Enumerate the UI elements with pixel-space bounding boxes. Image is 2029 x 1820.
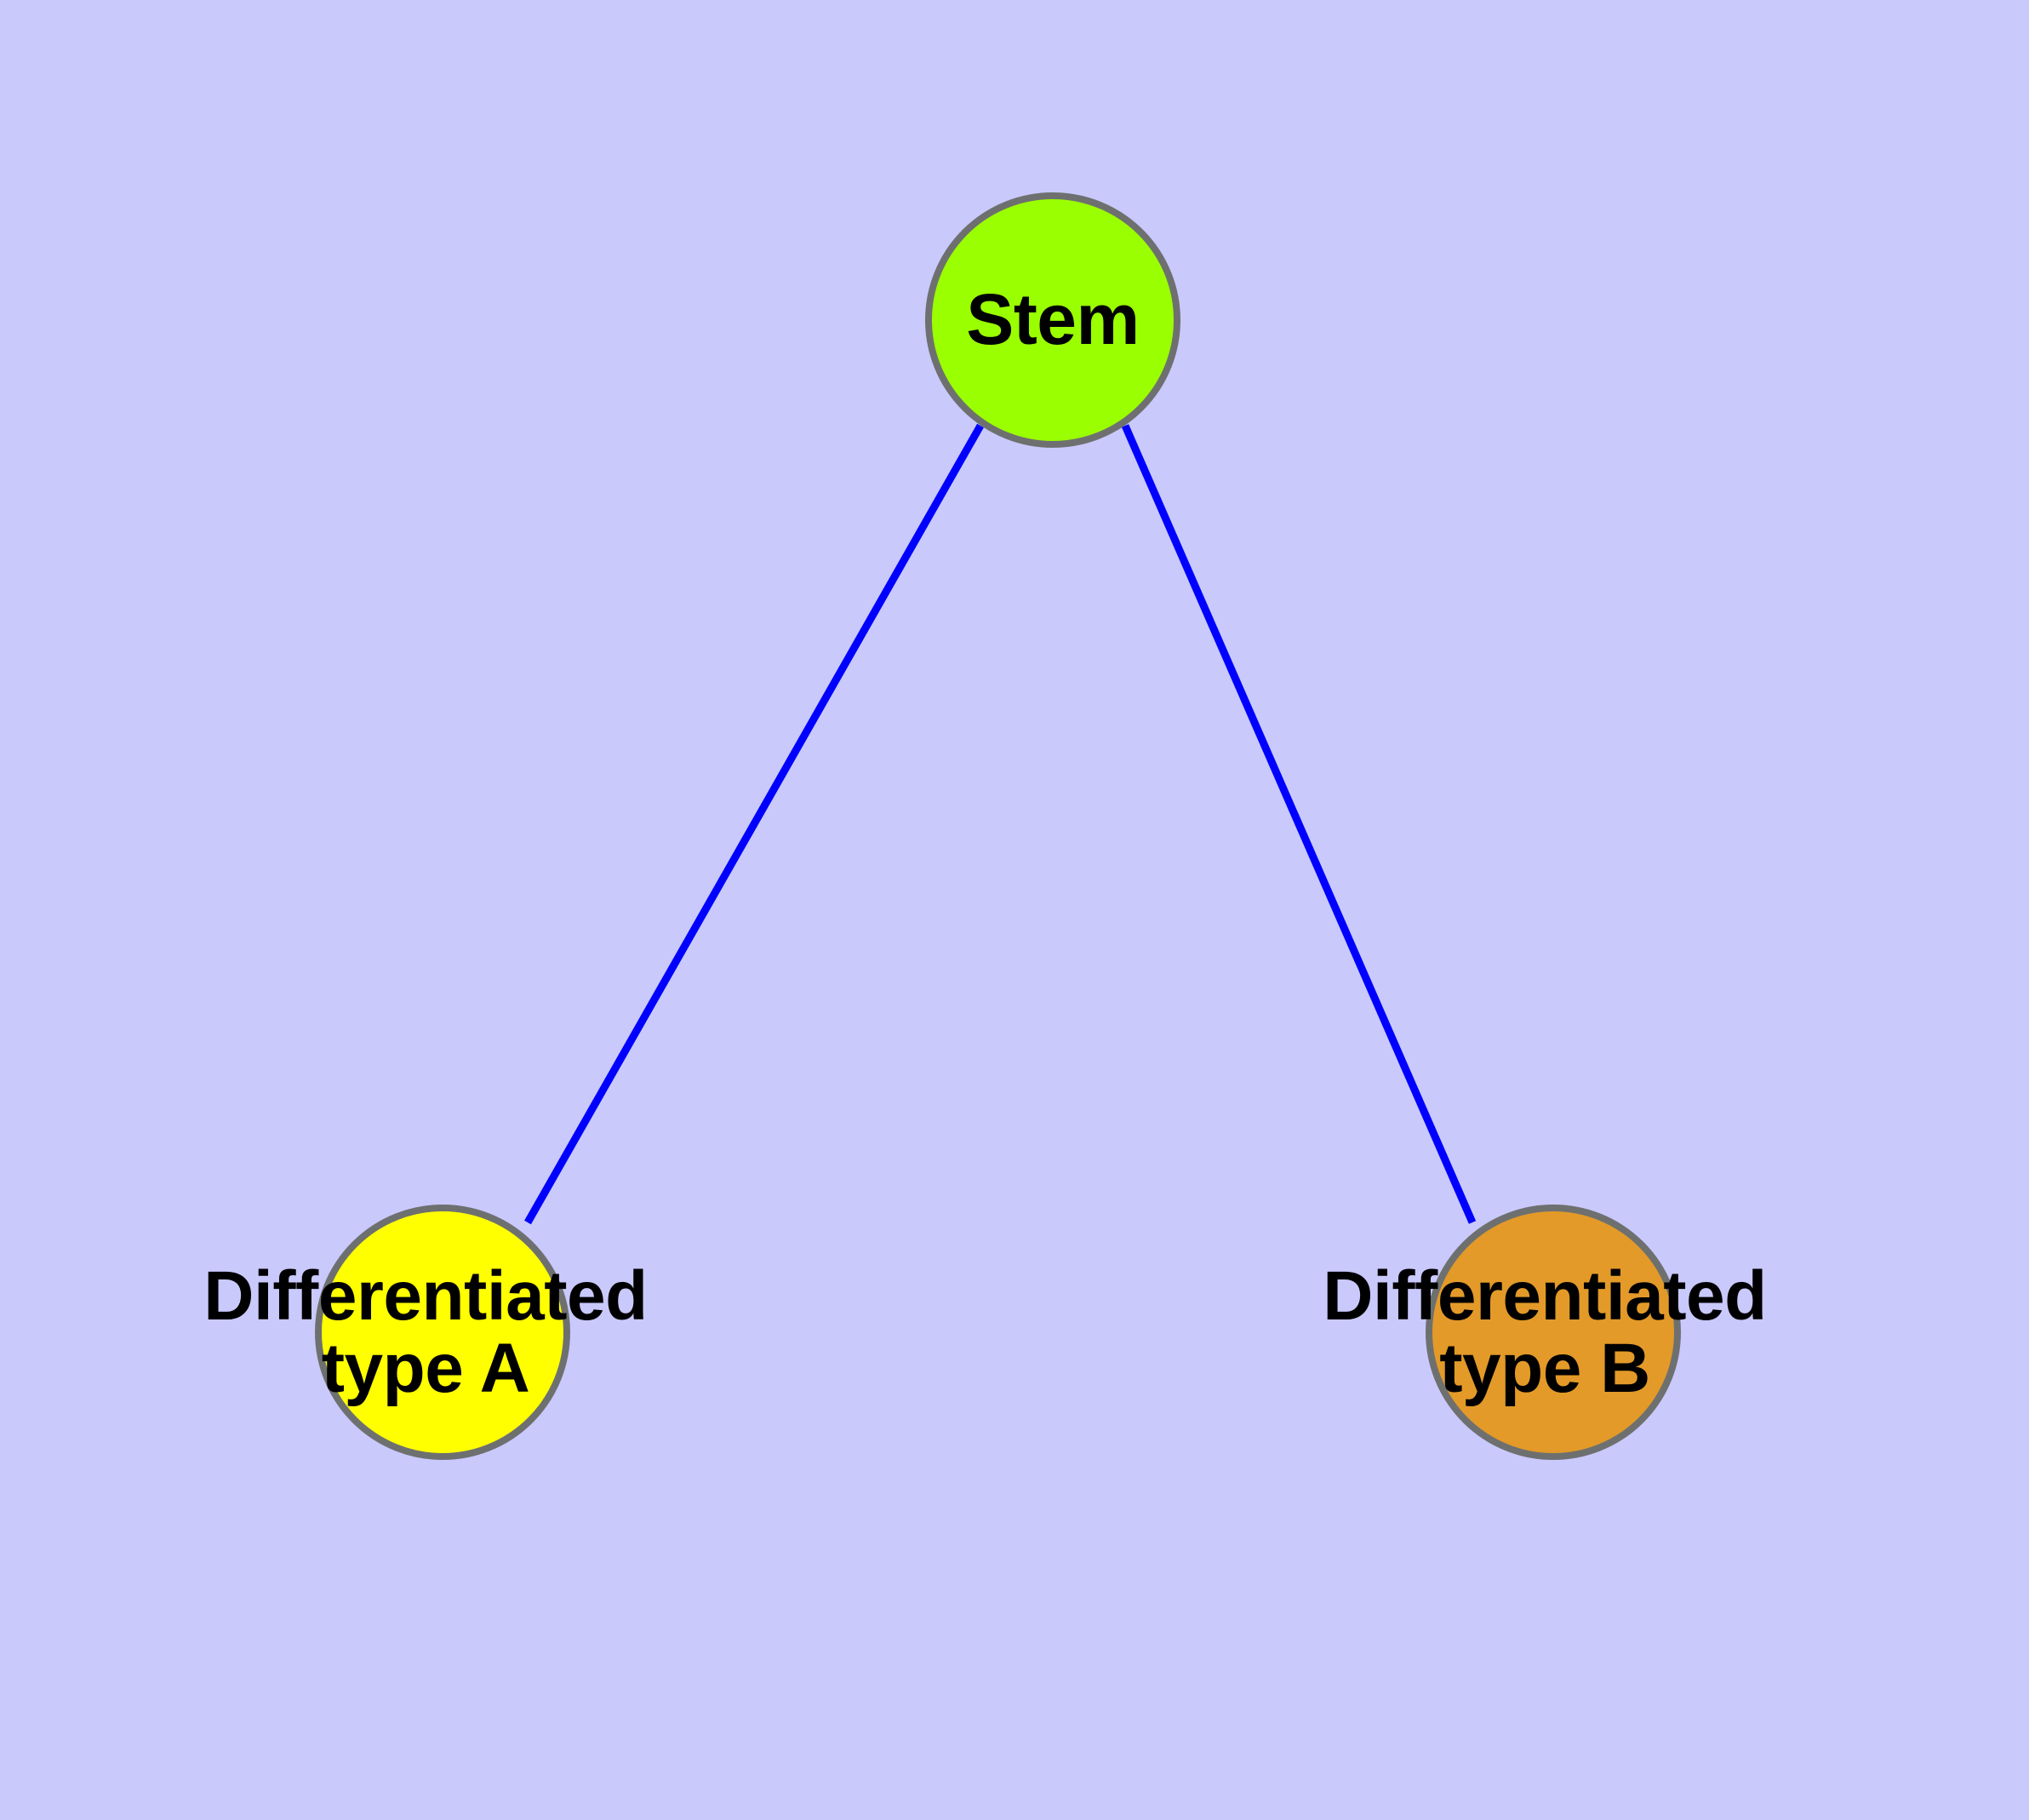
edge-stem-to-diff-a xyxy=(524,423,984,1225)
node-differentiated-type-b[interactable] xyxy=(1426,1205,1681,1460)
node-differentiated-type-a[interactable] xyxy=(315,1205,570,1460)
edge-stem-to-diff-b xyxy=(1121,424,1477,1224)
node-stem[interactable] xyxy=(925,192,1180,448)
